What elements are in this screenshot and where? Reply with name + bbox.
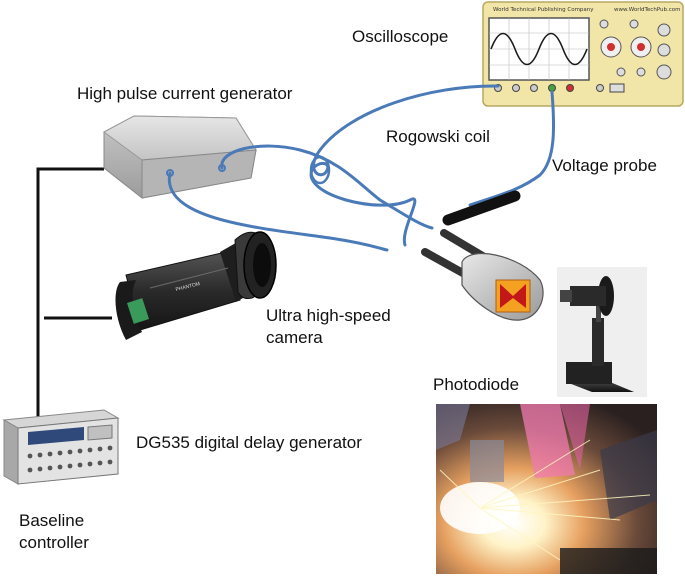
camera-label-line2: camera <box>266 328 323 348</box>
delay-generator-label: DG535 digital delay generator <box>136 433 362 452</box>
photodiode-label: Photodiode <box>433 375 520 394</box>
voltage-probe <box>442 190 521 226</box>
welding-electrode-holder <box>421 229 544 321</box>
high-pulse-current-generator <box>103 115 257 199</box>
waveform-trace <box>490 32 588 66</box>
voltage-probe-label: Voltage probe <box>552 156 657 175</box>
camera-panel-icon <box>126 298 150 324</box>
welding-arc-photo <box>436 404 657 574</box>
rogowski-coil-label: Rogowski coil <box>386 127 490 146</box>
photodiode-photo <box>557 267 647 397</box>
controller-label: Baseline controller <box>19 510 89 554</box>
controller-label-line1: Baseline <box>19 511 85 530</box>
oscilloscope: World Technical Publishing Company www.W… <box>482 1 684 107</box>
oscilloscope-brand-left: World Technical Publishing Company <box>493 7 594 13</box>
camera-label: Ultra high-speed camera <box>266 305 391 349</box>
oscilloscope-label: Oscilloscope <box>352 27 449 46</box>
ultra-high-speed-camera: PHANTOM <box>115 231 277 340</box>
oscilloscope-brand-right: www.WorldTechPub.com <box>614 7 681 13</box>
control-wiring <box>36 167 112 420</box>
pulse-generator-label: High pulse current generator <box>77 84 293 103</box>
camera-label-line1: Ultra high-speed <box>266 306 391 325</box>
dg535-delay-generator <box>2 409 120 485</box>
camera-brand: PHANTOM <box>175 281 201 293</box>
signal-cables <box>167 84 556 252</box>
controller-label-line2: controller <box>19 533 89 553</box>
